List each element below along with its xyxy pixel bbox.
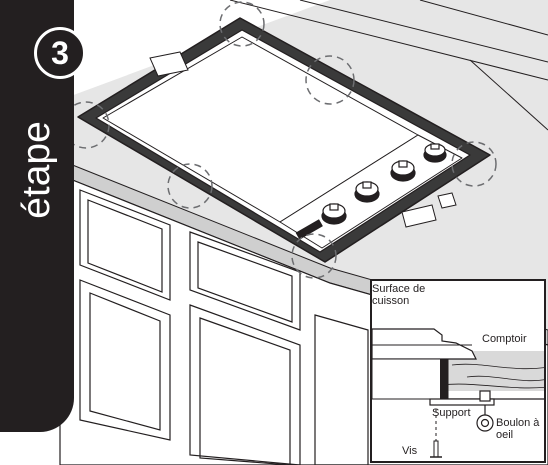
detail-inset: Surface de cuisson Comptoir Support Boul… (370, 279, 546, 463)
step-word: étape (15, 121, 58, 219)
inset-cooktop-body (372, 358, 449, 400)
callout-upper-right (305, 55, 355, 105)
label-eye-bolt: Boulon à oeil (496, 417, 540, 441)
cabinet-door-right (314, 314, 369, 465)
control-knobs (321, 143, 447, 225)
cabinet-door-middle-lower (189, 304, 301, 465)
callout-top (219, 1, 265, 47)
callout-left (62, 101, 110, 149)
callout-right (451, 141, 497, 187)
knob-4 (423, 143, 447, 163)
brand-badge (295, 219, 323, 240)
detail-inset-drawing (372, 328, 544, 458)
cabinet-door-left-upper (79, 189, 171, 301)
knob-1 (321, 203, 347, 225)
knob-3 (390, 160, 416, 182)
bracket-location-callouts (62, 1, 497, 279)
mounting-brackets (149, 51, 457, 228)
cabinet-doors (79, 189, 369, 465)
inset-cooktop-edge (372, 328, 477, 360)
backsplash-lines (229, 0, 548, 131)
callout-front (291, 233, 337, 279)
callout-front-left (167, 163, 213, 209)
label-cooktop-surface: Surface de cuisson (372, 283, 426, 307)
inset-eye-bolt (476, 390, 494, 432)
bracket-side (437, 192, 457, 209)
knob-2 (354, 181, 380, 203)
step-number-badge: 3 (34, 27, 86, 79)
bracket-right (401, 204, 437, 228)
bracket-back (149, 51, 189, 77)
inset-screw (430, 409, 442, 458)
cabinet-door-left-lower (79, 279, 171, 441)
label-countertop: Comptoir (482, 333, 527, 345)
inset-bracket (429, 398, 495, 406)
inset-wood-grain (441, 363, 544, 389)
cabinet-door-middle-upper (189, 231, 301, 331)
label-screw: Vis (402, 445, 418, 457)
label-bracket: Support (432, 407, 471, 419)
